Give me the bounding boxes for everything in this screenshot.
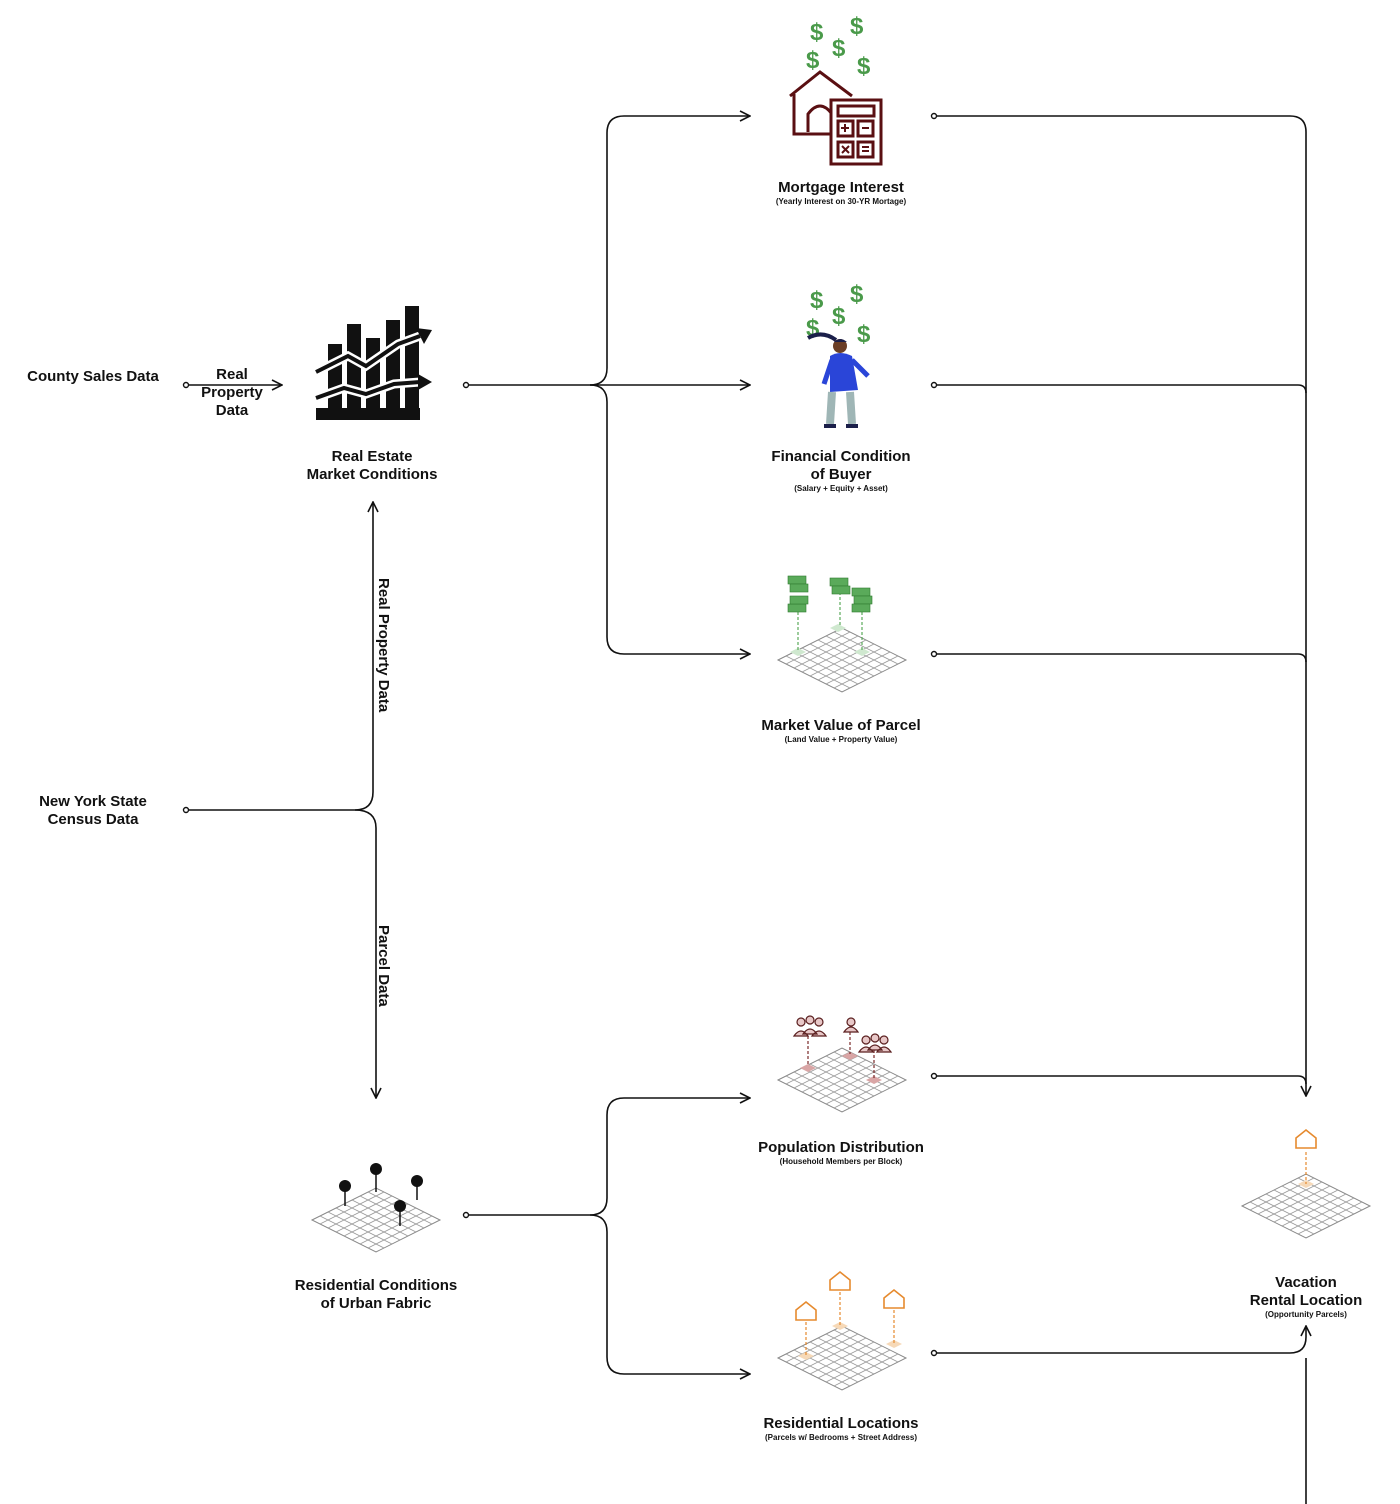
node-residential-locations: Residential Locations (Parcels w/ Bedroo… xyxy=(716,1415,966,1443)
node-title-line2: of Buyer xyxy=(810,466,872,483)
node-title: Financial Condition xyxy=(771,448,911,465)
node-real-estate-market: Real Estate Market Conditions xyxy=(272,448,472,484)
connector-origins xyxy=(182,112,938,1357)
node-subtitle: (Salary + Equity + Asset) xyxy=(794,484,888,493)
node-population-distribution: Population Distribution (Household Membe… xyxy=(716,1139,966,1167)
node-subtitle: (Household Members per Block) xyxy=(779,1157,903,1166)
node-title-line2: Rental Location xyxy=(1249,1292,1363,1309)
svg-text:$: $ xyxy=(810,287,824,314)
mortgage-house-calculator-icon xyxy=(789,70,883,166)
node-title-line2: Market Conditions xyxy=(306,466,438,483)
edge-value-merge xyxy=(934,653,1307,663)
edge-financial-merge xyxy=(934,384,1307,394)
edge-population-merge xyxy=(934,1075,1307,1085)
node-title: Real Estate xyxy=(331,448,413,465)
source-nys-census: New York State Census Data xyxy=(20,793,166,829)
node-subtitle: (Land Value + Property Value) xyxy=(784,735,898,744)
vacation-rental-grid-icon xyxy=(1241,1128,1371,1239)
county-sales-label: County Sales Data xyxy=(27,368,159,385)
svg-text:$: $ xyxy=(806,47,820,74)
population-grid-icon xyxy=(777,1015,907,1113)
edge-label-vertical-real-property: Real Property Data xyxy=(375,578,392,713)
node-subtitle: (Parcels w/ Bedrooms + Street Address) xyxy=(765,1433,917,1442)
market-chart-icon xyxy=(313,306,432,420)
node-subtitle: (Opportunity Parcels) xyxy=(1265,1310,1347,1319)
edge-census-to-urban xyxy=(354,809,376,1098)
edge-mortgage-to-vacation xyxy=(934,115,1306,1096)
nys-label-line2: Census Data xyxy=(47,811,139,828)
urban-fabric-grid-icon xyxy=(311,1163,441,1253)
node-mortgage-interest: Mortgage Interest (Yearly Interest on 30… xyxy=(716,179,966,207)
edge-urban-to-residential xyxy=(589,1214,750,1374)
edge-label-line1: Real xyxy=(216,366,248,383)
node-vacation-rental: Vacation Rental Location (Opportunity Pa… xyxy=(1226,1274,1386,1320)
node-title: Population Distribution xyxy=(758,1139,924,1156)
node-title: Market Value of Parcel xyxy=(761,717,921,734)
edge-label-line3: Data xyxy=(215,402,249,419)
node-title: Residential Locations xyxy=(763,1415,919,1432)
svg-text:$: $ xyxy=(857,53,871,80)
node-residential-conditions: Residential Conditions of Urban Fabric xyxy=(256,1277,496,1313)
connectors xyxy=(186,116,1306,1504)
svg-text:$: $ xyxy=(832,303,846,330)
edge-market-to-value xyxy=(589,384,750,654)
buyer-person-icon xyxy=(807,332,870,428)
svg-text:$: $ xyxy=(850,13,864,40)
edge-label-real-property: Real Property Data xyxy=(192,366,272,420)
nys-label-line1: New York State xyxy=(39,793,147,810)
node-market-value: Market Value of Parcel (Land Value + Pro… xyxy=(716,717,966,745)
node-subtitle: (Yearly Interest on 30-YR Mortage) xyxy=(775,197,907,206)
svg-text:$: $ xyxy=(857,321,871,348)
dollar-signs-buyer-icon: $ $ $ $ $ xyxy=(806,281,871,348)
edge-residential-to-vacation xyxy=(934,1326,1306,1354)
edge-urban-to-population xyxy=(466,1098,750,1216)
edge-census-to-market xyxy=(186,502,373,811)
residential-locations-grid-icon xyxy=(777,1270,907,1391)
edge-label-vertical-parcel: Parcel Data xyxy=(375,925,392,1007)
edge-label-line2: Property xyxy=(201,384,263,401)
node-title-line2: of Urban Fabric xyxy=(320,1295,432,1312)
node-title: Mortgage Interest xyxy=(778,179,904,196)
source-county-sales: County Sales Data xyxy=(20,368,166,386)
node-title: Vacation xyxy=(1275,1274,1337,1291)
node-title: Residential Conditions xyxy=(294,1277,458,1294)
svg-text:$: $ xyxy=(810,19,824,46)
svg-text:$: $ xyxy=(832,35,846,62)
svg-text:$: $ xyxy=(850,281,864,308)
node-financial-condition: Financial Condition of Buyer (Salary + E… xyxy=(716,448,966,494)
edge-market-to-mortgage xyxy=(466,116,750,386)
market-value-grid-icon xyxy=(777,575,907,693)
dollar-signs-mortgage-icon: $ $ $ $ $ xyxy=(806,13,871,80)
